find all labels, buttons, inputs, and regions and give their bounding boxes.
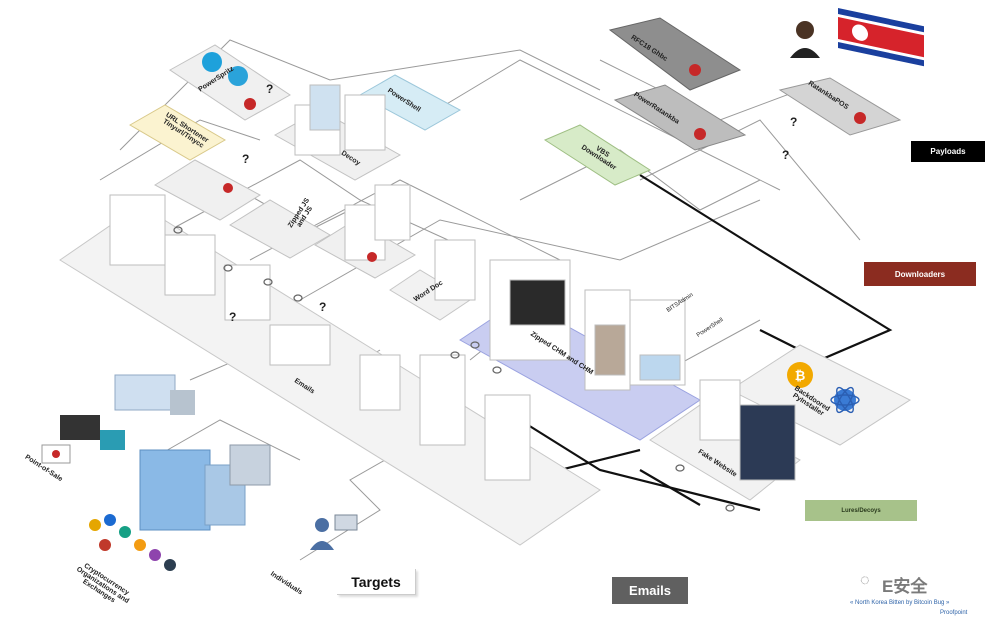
document-thumbnails (109, 84, 796, 481)
powerratankba-platform (613, 84, 747, 151)
zipped-js-platform (229, 199, 331, 259)
legend-downloaders: Downloaders (864, 262, 976, 286)
threat-actor-icon (790, 21, 820, 58)
telegram-icon (228, 66, 248, 86)
unknown-link-marker: ? (319, 300, 327, 314)
skype-icon (202, 52, 222, 72)
powersprite-platform (169, 44, 291, 121)
watermark-text: E安全 (882, 577, 928, 596)
unknown-link-marker: ? (229, 310, 237, 324)
crypto-coins-icon (89, 514, 176, 571)
legend-downloaders-label: Downloaders (894, 269, 946, 279)
north-korea-flag-icon (838, 8, 924, 67)
footer-caption: « North Korea Bitten by Bitcoin Bug » (850, 600, 950, 606)
url-shortener-platform (129, 104, 226, 161)
biohazard-icons (223, 64, 866, 262)
ratankbapos-platform (778, 77, 902, 136)
bitcoin-icon (787, 362, 813, 388)
legend-lures: Lures/Decoys (805, 500, 917, 521)
south-korea-flag-icon (41, 444, 71, 464)
footer-org: Proofpoint (940, 610, 968, 616)
wechat-icon: ◌ (860, 572, 870, 589)
bitcoin-icon-2 (834, 389, 856, 411)
legend-lures-label: Lures/Decoys (841, 507, 881, 514)
targets-title-text: Targets (351, 573, 401, 590)
legend-payloads: Payloads (911, 141, 985, 162)
rfc18-platform (608, 17, 742, 91)
unknown-link-marker: ? (266, 82, 274, 96)
powershell-top-platform (358, 74, 462, 131)
emails-title: Emails (612, 577, 688, 604)
watermark: ◌ E安全 « North Korea Bitten by Bitcoin Bu… (850, 572, 1000, 628)
individual-user-icon (310, 514, 358, 550)
emails-title-text: Emails (629, 583, 671, 598)
pyinstaller-platform (728, 344, 912, 446)
unknown-link-marker: ? (790, 115, 798, 129)
crypto-org-building-icon (139, 444, 271, 531)
vbs-downloader-platform (543, 124, 652, 186)
atom-icon (830, 386, 860, 414)
unknown-link-marker: ? (242, 152, 250, 166)
legend-payloads-label: Payloads (930, 147, 966, 156)
store-icon (114, 374, 195, 415)
link-icons (173, 226, 735, 512)
pos-terminal-icon (60, 415, 125, 450)
targets-title: Targets (337, 569, 416, 595)
svg-text:₿: ₿ (795, 368, 806, 383)
lnk-platform (154, 159, 261, 221)
unknown-link-marker: ? (782, 148, 790, 162)
